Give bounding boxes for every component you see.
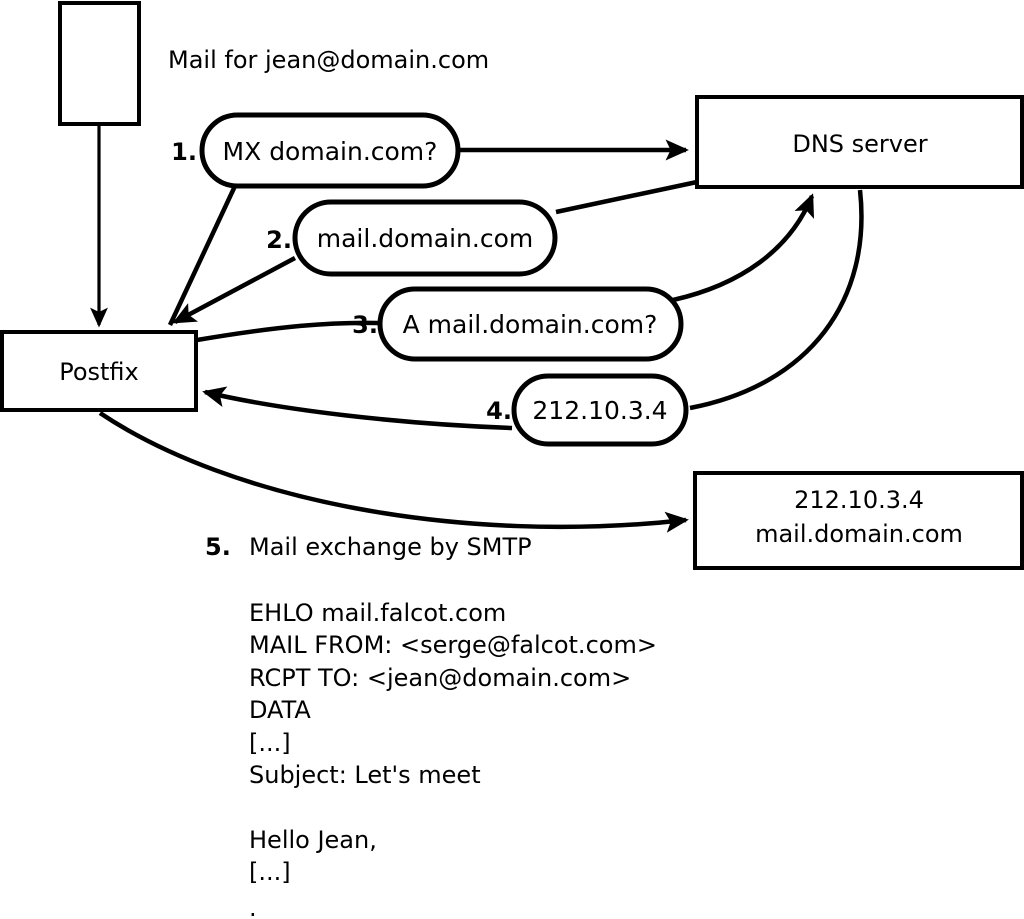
edge-step1-tail xyxy=(167,185,238,326)
mail-server-box xyxy=(693,471,1024,570)
step-3-label: A mail.domain.com? xyxy=(403,310,658,339)
edge-dns-to-step2 xyxy=(555,179,698,215)
dns-server-box xyxy=(695,95,1024,189)
smtp-line-7: Hello Jean, xyxy=(249,826,377,854)
step-2-label: mail.domain.com xyxy=(317,224,533,253)
edge-postfix-to-mailserver xyxy=(98,411,689,533)
sender-box xyxy=(58,1,141,126)
step-5-number: 5. xyxy=(205,533,231,561)
step-1-number: 1. xyxy=(171,138,197,166)
mail-server-box-hostname: mail.domain.com xyxy=(755,520,963,548)
smtp-line-4: [...] xyxy=(249,729,291,757)
postfix-box-label: Postfix xyxy=(59,358,139,386)
dns-server-box-label: DNS server xyxy=(792,130,927,158)
smtp-line-5: Subject: Let's meet xyxy=(249,761,481,789)
step-1-pill xyxy=(199,112,461,189)
step-3-number: 3. xyxy=(352,311,378,339)
smtp-line-2: RCPT TO: <jean@domain.com> xyxy=(249,664,631,692)
postfix-box xyxy=(0,330,198,412)
mail-server-box-ip: 212.10.3.4 xyxy=(794,486,924,514)
step-2-number: 2. xyxy=(266,226,292,254)
step-4-label: 212.10.3.4 xyxy=(532,396,667,425)
edge-dns-to-step4 xyxy=(689,189,864,411)
mail-for-caption: Mail for jean@domain.com xyxy=(168,46,489,74)
step-3-pill xyxy=(377,286,684,362)
step-2-pill xyxy=(292,199,558,277)
smtp-line-8: [...] xyxy=(249,858,291,886)
edge-step2-to-postfix xyxy=(172,256,297,324)
step-4-pill xyxy=(511,373,689,447)
edge-postfix-to-step3 xyxy=(196,320,379,343)
edge-step3-to-dns xyxy=(672,193,815,303)
step-5-label: Mail exchange by SMTP xyxy=(249,533,532,561)
smtp-line-1: MAIL FROM: <serge@falcot.com> xyxy=(249,631,657,659)
step-4-number: 4. xyxy=(486,397,512,425)
step-1-label: MX domain.com? xyxy=(223,137,438,166)
smtp-line-10: . xyxy=(249,894,257,919)
smtp-line-0: EHLO mail.falcot.com xyxy=(249,599,506,627)
smtp-line-3: DATA xyxy=(249,696,311,724)
edge-step4-to-postfix xyxy=(202,386,513,431)
